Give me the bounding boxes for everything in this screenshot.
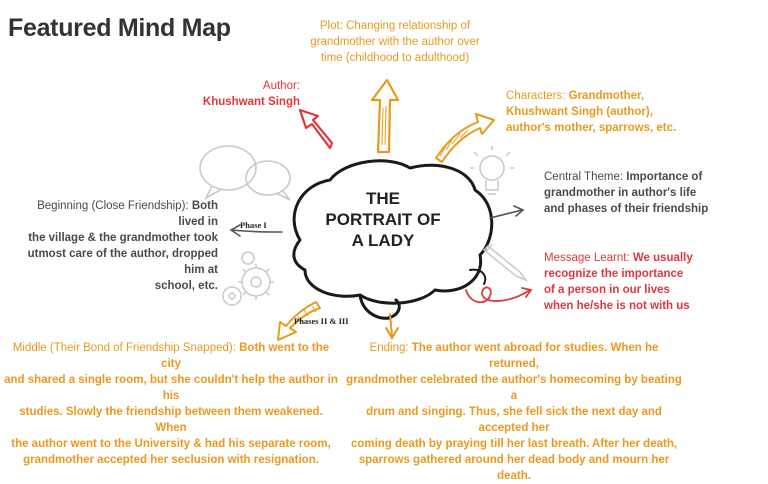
arrow-up-icon (370, 78, 400, 154)
characters-label: Characters: (506, 90, 566, 102)
phase1-label: Phase I (240, 220, 267, 230)
plot-line-1: Plot: Changing relationship of (319, 20, 471, 32)
theme-line-3: and phases of their friendship (544, 203, 709, 215)
beginning-line-2: the village & the grandmother took (28, 232, 218, 244)
ending-line-4: coming death by praying till her last br… (350, 438, 678, 450)
ending-line-3: drum and singing. Thus, she fell sick th… (366, 406, 662, 434)
message-node: Message Learnt: We usually recognize the… (544, 250, 744, 314)
pencil-icon (482, 243, 529, 282)
phase1-arrow (229, 224, 283, 237)
central-theme-node: Central Theme: Importance of grandmother… (544, 169, 744, 217)
characters-line-2: Khushwant Singh (author), (506, 106, 653, 118)
speech-bubbles-icon (199, 145, 291, 201)
theme-label: Central Theme: (544, 171, 624, 183)
center-line-2: PORTRAIT OF (325, 210, 441, 229)
plot-line-2: grandmother with the author over (310, 36, 480, 48)
arrow-down-icon (385, 313, 399, 340)
message-line-4: when he/she is not with us (544, 300, 690, 312)
page-title: Featured Mind Map (8, 14, 231, 42)
theme-arrow (489, 205, 525, 219)
message-line-3: of a person in our lives (544, 284, 670, 296)
middle-value-1: Both went to the city (161, 342, 330, 370)
ending-line-5: sparrows gathered around her dead body a… (358, 454, 670, 482)
plot-line-3: time (childhood to adulthood) (320, 52, 470, 64)
message-value-1: We usually (632, 252, 693, 264)
theme-line-2: grandmother in author's life (544, 187, 697, 199)
phase23-label: Phases II & III (294, 316, 349, 326)
message-arrow (465, 286, 533, 304)
middle-line-3: studies. Slowly the friendship between t… (19, 406, 323, 434)
ending-value-1: The author went abroad for studies. When… (411, 342, 659, 370)
plot-node: Plot: Changing relationship of grandmoth… (290, 18, 500, 66)
message-label: Message Learnt: (544, 252, 630, 264)
author-label: Author: (262, 80, 300, 92)
author-value: Khushwant Singh (202, 96, 300, 108)
beginning-value-1: Both lived in (178, 200, 218, 228)
lightbulb-icon (470, 146, 514, 195)
gears-icon (222, 251, 274, 306)
middle-line-5: grandmother accepted her seclusion with … (23, 454, 319, 466)
theme-value-1: Importance of (626, 171, 703, 183)
ending-node: Ending: The author went abroad for studi… (344, 340, 684, 484)
message-line-2: recognize the importance (544, 268, 684, 280)
middle-line-4: the author went to the University & had … (11, 438, 331, 450)
center-topic: THE PORTRAIT OF A LADY (318, 188, 448, 251)
characters-value-1: Grandmother, (568, 90, 645, 102)
author-arrow (298, 108, 334, 150)
beginning-line-4: school, etc. (154, 280, 218, 292)
characters-line-3: author's mother, sparrows, etc. (506, 122, 677, 134)
characters-arrow (435, 113, 495, 163)
beginning-node: Beginning (Close Friendship): Both lived… (8, 198, 218, 294)
ending-line-2: grandmother celebrated the author's home… (346, 374, 682, 402)
ending-label: Ending: (369, 342, 409, 354)
beginning-label: Beginning (Close Friendship): (37, 200, 189, 212)
center-line-1: THE (366, 189, 400, 208)
middle-arrow (277, 301, 321, 341)
doodle-layer (199, 78, 533, 341)
center-line-3: A LADY (351, 231, 415, 250)
author-node: Author: Khushwant Singh (196, 78, 300, 110)
middle-line-2: and shared a single room, but she couldn… (4, 374, 338, 402)
middle-label: Middle (Their Bond of Friendship Snapped… (12, 342, 236, 354)
characters-node: Characters: Grandmother, Khushwant Singh… (506, 88, 706, 136)
beginning-line-3: utmost care of the author, dropped him a… (27, 248, 218, 276)
middle-node: Middle (Their Bond of Friendship Snapped… (4, 340, 338, 468)
